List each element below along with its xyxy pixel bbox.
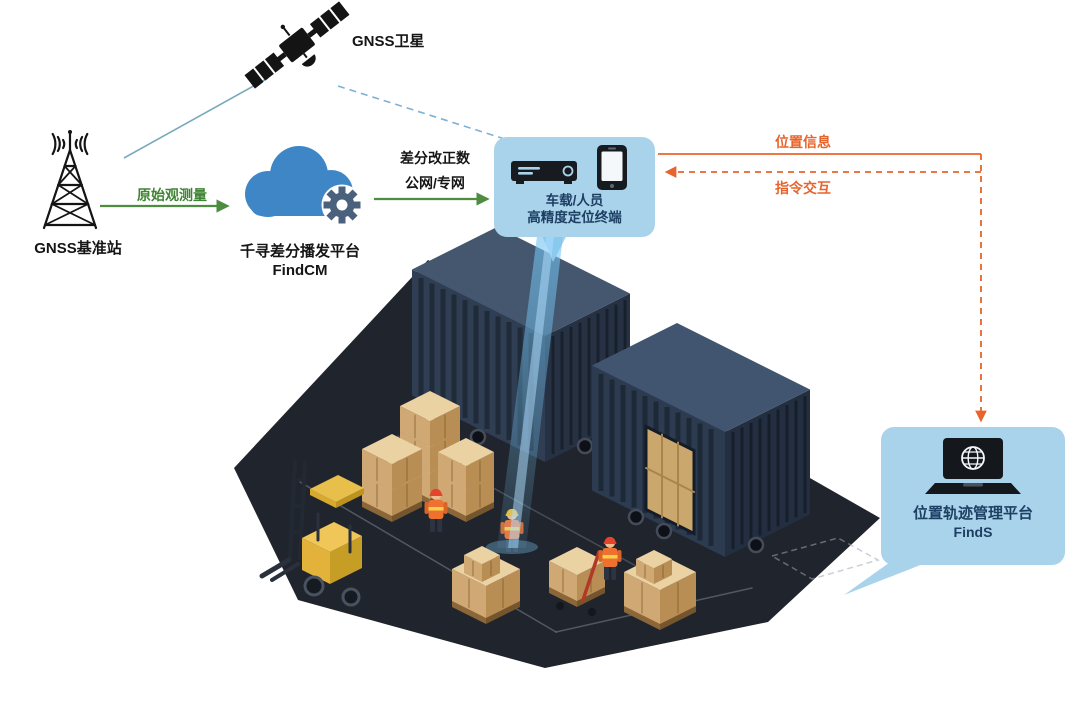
forklift (259, 460, 364, 607)
cloud-platform-product: FindCM (272, 262, 328, 279)
satellite-to-base-line (123, 77, 269, 159)
terminal-node: 车载/人员 高精度定位终端 (494, 137, 655, 237)
warehouse-illustration (234, 227, 880, 668)
platform-label-name: 位置轨迹管理平台 (912, 505, 1033, 522)
terminal-label-line2: 高精度定位终端 (527, 210, 622, 225)
gnss-satellite-icon (244, 1, 350, 89)
raw-observation-label: 原始观测量 (137, 187, 207, 203)
platform-label-product: FindS (953, 524, 993, 540)
cloud-icon (245, 146, 363, 226)
management-platform-node: 位置轨迹管理平台 FindS (881, 427, 1065, 565)
correction-label-line1: 差分改正数 (400, 150, 470, 166)
satellite-to-terminal-line (337, 85, 509, 141)
cloud-platform-name: 千寻差分播发平台 (239, 243, 360, 260)
satellite-label: GNSS卫星 (352, 33, 425, 50)
base-station-label: GNSS基准站 (34, 240, 122, 257)
container-right (592, 323, 810, 557)
terminal-devices-icon (510, 145, 627, 190)
beam-ground-glow (486, 540, 538, 554)
positioning-beam-core (508, 236, 554, 548)
correction-label-line2: 公网/专网 (405, 175, 465, 191)
base-station-icon (42, 130, 98, 230)
receiver-icon (510, 161, 577, 184)
command-label: 指令交互 (775, 180, 831, 196)
platform-bubble-tail (844, 555, 928, 595)
smartphone-icon (596, 145, 627, 190)
pallet-stacks (362, 391, 494, 522)
warehouse-floor (234, 260, 880, 668)
cloud-platform-label: 千寻差分播发平台 FindCM (213, 242, 387, 280)
terminal-label-line1: 车载/人员 (545, 193, 604, 208)
pallet-jack (556, 550, 601, 616)
location-info-label: 位置信息 (775, 134, 831, 150)
correction-label: 差分改正数 公网/专网 (378, 146, 492, 196)
gear-icon (321, 184, 363, 226)
laptop-globe-icon (925, 438, 1021, 494)
connection-lines (100, 77, 987, 423)
